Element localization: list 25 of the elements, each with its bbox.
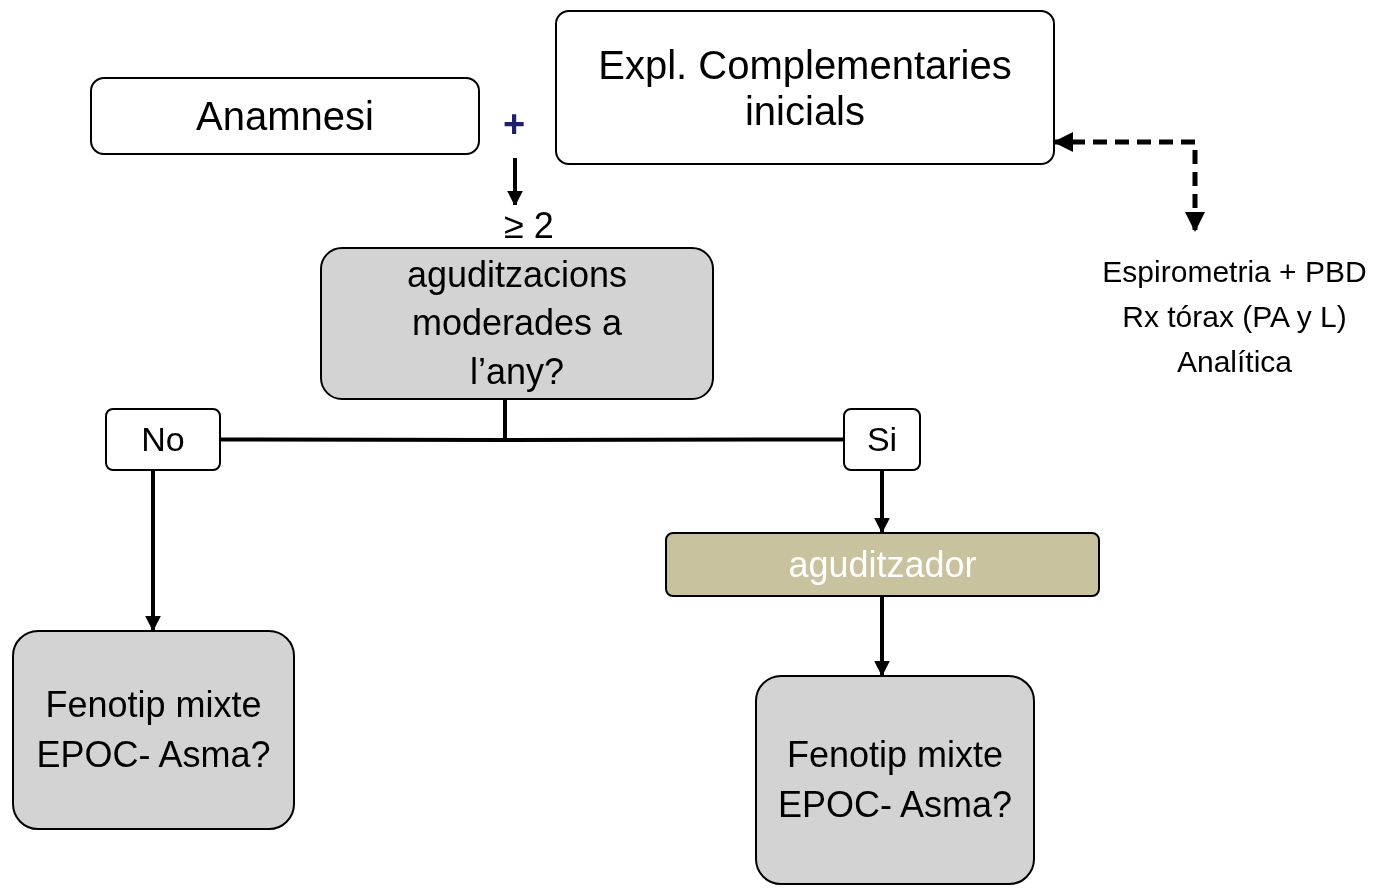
arrow — [1053, 132, 1205, 232]
node-text: Si — [866, 419, 898, 460]
arrow — [874, 597, 890, 677]
node-text: Fenotip mixte EPOC- Asma? — [35, 682, 272, 777]
node-text: aguditzador — [788, 542, 977, 587]
option-box — [105, 408, 221, 471]
option-box — [843, 408, 921, 471]
plus-sign: + — [503, 105, 526, 143]
result-box — [12, 630, 295, 830]
list-item-text: Analítica — [1176, 343, 1293, 380]
arrow — [145, 471, 161, 632]
node-text: Fenotip mixte EPOC- Asma? — [776, 732, 1014, 827]
node-text: Expl. Complementaries inicials — [597, 41, 1013, 134]
arrow — [507, 158, 523, 207]
question-text: aguditzacions moderades a l’any? — [405, 252, 629, 394]
list-item-text: Rx tórax (PA y L) — [1122, 298, 1347, 335]
list-item-text: Espirometria + PBD — [1102, 253, 1367, 290]
node-text: Anamnesi — [196, 93, 374, 139]
result-box — [755, 675, 1035, 885]
node-text: No — [141, 419, 185, 460]
process-box — [665, 532, 1100, 597]
process-box — [90, 77, 480, 155]
process-box — [555, 10, 1055, 165]
arrow — [874, 471, 890, 534]
connector-line — [503, 400, 843, 442]
